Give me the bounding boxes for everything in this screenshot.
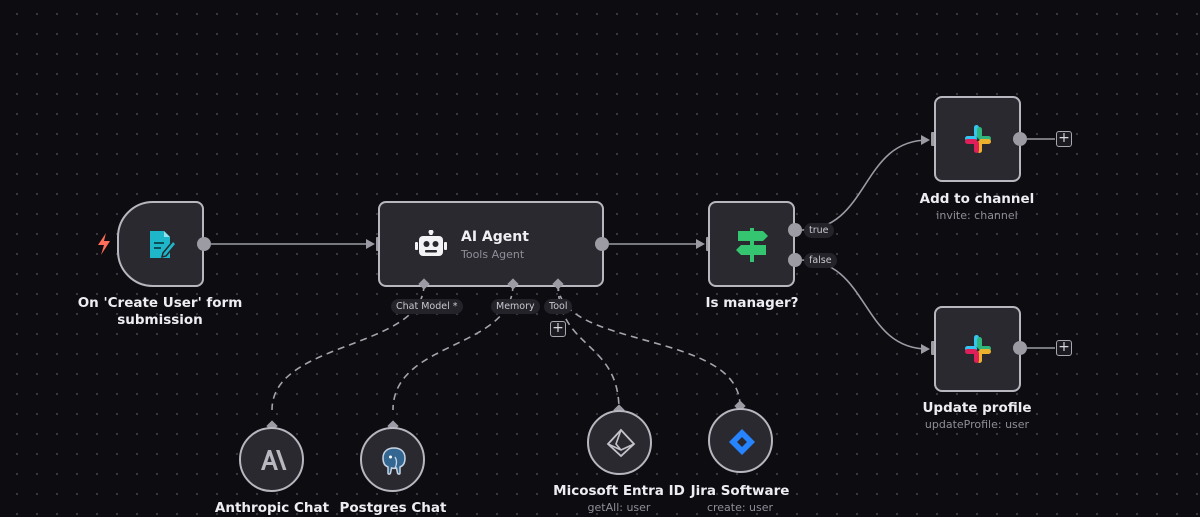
add-channel-label: Add to channel [919, 191, 1035, 207]
jira-icon [728, 428, 756, 460]
wire-memory-to-postgres [392, 283, 514, 411]
wire-tool-to-entra [557, 283, 620, 411]
update-profile-label: Update profile [922, 400, 1032, 416]
jira-label: Jira Software [690, 483, 790, 499]
if-false-handle[interactable] [788, 253, 802, 267]
postgres-elephant-icon [380, 446, 408, 480]
add-channel-node[interactable] [934, 96, 1021, 182]
if-true-handle[interactable] [788, 223, 802, 237]
true-output-label: true [804, 223, 834, 238]
trigger-label: On 'Create User' form submission [77, 295, 243, 328]
form-trigger-node[interactable] [117, 201, 204, 287]
robot-icon [414, 229, 448, 264]
add-after-update-profile-button[interactable]: + [1056, 340, 1072, 356]
jira-sublabel: create: user [706, 501, 774, 514]
entra-id-icon [606, 428, 636, 462]
wire-chat-model-to-anthropic [271, 283, 425, 411]
update-profile-output-handle[interactable] [1013, 341, 1027, 355]
signpost-icon [735, 226, 769, 268]
agent-title: AI Agent [461, 229, 529, 245]
postgres-label: Postgres Chat [339, 500, 447, 516]
entra-id-node[interactable] [587, 410, 652, 475]
tool-label: Tool [544, 299, 573, 314]
agent-output-handle[interactable] [595, 237, 609, 251]
ai-agent-node[interactable]: AI Agent Tools Agent [378, 201, 604, 287]
entra-label: Micosoft Entra ID [553, 483, 685, 499]
agent-subtitle: Tools Agent [461, 248, 525, 261]
postgres-chat-node[interactable] [360, 427, 425, 492]
add-channel-sublabel: invite: channel [936, 209, 1018, 222]
jira-software-node[interactable] [708, 408, 773, 473]
memory-label: Memory [491, 299, 540, 314]
trigger-bolt-icon [96, 233, 112, 259]
form-icon [145, 229, 178, 265]
anthropic-chat-node[interactable] [239, 427, 304, 492]
entra-sublabel: getAll: user [587, 501, 651, 514]
add-tool-button[interactable]: + [550, 321, 566, 337]
if-node[interactable] [708, 201, 795, 287]
slack-icon [961, 123, 995, 161]
add-after-add-channel-button[interactable]: + [1056, 131, 1072, 147]
if-label: Is manager? [705, 295, 799, 311]
add-channel-output-handle[interactable] [1013, 132, 1027, 146]
false-output-label: false [804, 253, 837, 268]
trigger-output-handle[interactable] [197, 237, 211, 251]
anthropic-icon [259, 450, 287, 474]
update-profile-node[interactable] [934, 306, 1021, 392]
chat-model-label: Chat Model * [391, 299, 463, 314]
anthropic-label: Anthropic Chat [214, 500, 330, 516]
update-profile-sublabel: updateProfile: user [924, 418, 1030, 431]
slack-icon [961, 333, 995, 371]
